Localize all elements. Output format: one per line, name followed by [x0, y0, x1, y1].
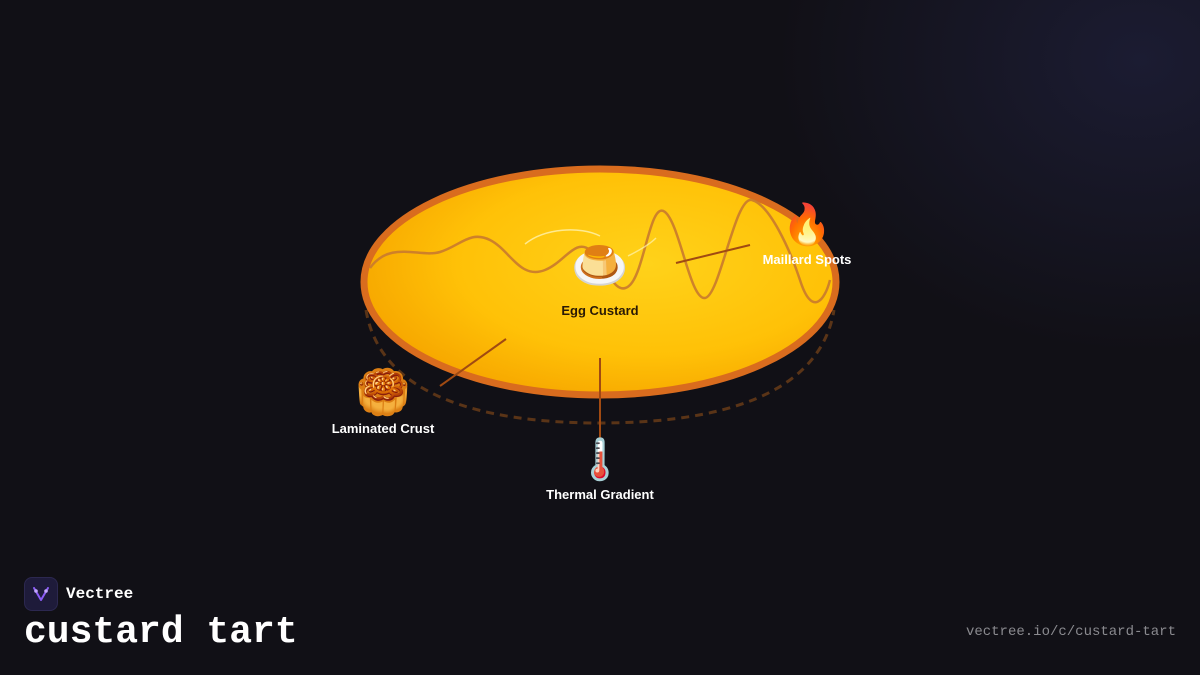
thermometer-icon: 🌡️: [575, 436, 625, 483]
center-label: Egg Custard: [561, 303, 638, 318]
brand: Vectree: [24, 577, 133, 611]
page-url: vectree.io/c/custard-tart: [965, 624, 1176, 640]
custard-pudding-icon: 🍮: [571, 238, 628, 292]
crust-label: Laminated Crust: [332, 421, 435, 436]
custard-highlight-line: [627, 237, 657, 257]
vectree-logo-glyph: [33, 587, 49, 601]
page-title: custard tart: [24, 611, 298, 654]
maillard-label: Maillard Spots: [763, 252, 852, 267]
fire-icon: 🔥: [782, 201, 832, 248]
vectree-logo-icon: [24, 577, 58, 611]
brand-name: Vectree: [66, 585, 134, 603]
connector-crust: [439, 338, 507, 387]
custard-highlight-line: [524, 229, 601, 245]
custard-wave-line: [368, 198, 832, 304]
thermal-label: Thermal Gradient: [546, 487, 654, 502]
mooncake-pastry-icon: 🥮: [356, 367, 411, 418]
connector-maillard: [675, 244, 751, 264]
